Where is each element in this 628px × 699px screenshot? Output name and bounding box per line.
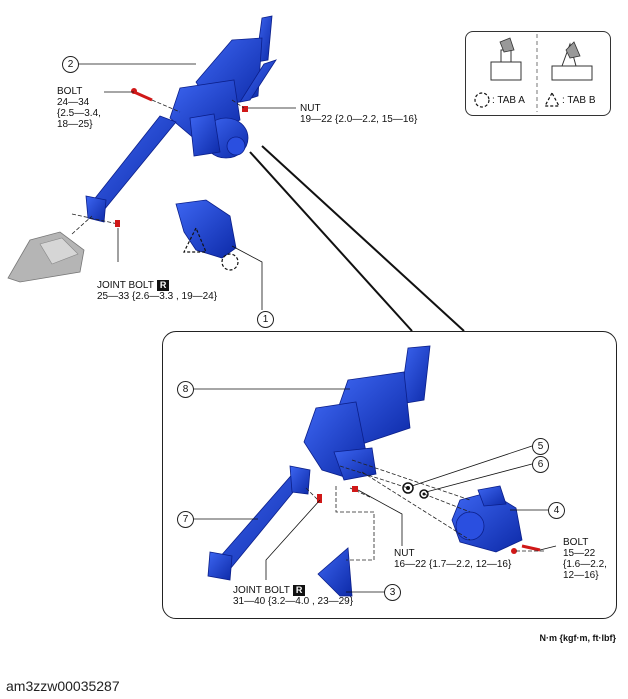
callout-6: 6 bbox=[532, 456, 549, 473]
coupling-part-5 bbox=[402, 482, 414, 494]
tab-b-tool-icon bbox=[551, 41, 593, 81]
fastener-nut-detail bbox=[352, 486, 358, 492]
bracket-part-3 bbox=[317, 547, 353, 597]
callout-8: 8 bbox=[177, 381, 194, 398]
callout-5: 5 bbox=[532, 438, 549, 455]
fastener-bolt-detail bbox=[511, 544, 546, 554]
fastener-joint-bolt-top bbox=[115, 220, 120, 227]
bolt-detail-torque: BOLT 15—22 {1.6—2.2, 12—16} bbox=[563, 537, 607, 581]
column-cover-part bbox=[175, 199, 239, 271]
fastener-joint-bolt-detail bbox=[317, 494, 322, 503]
tab-b-symbol-icon bbox=[543, 91, 561, 107]
callout-7: 7 bbox=[177, 511, 194, 528]
figure-id: am3zzw00035287 bbox=[6, 678, 120, 694]
steering-column-assembly-top bbox=[85, 15, 277, 223]
steering-gear-housing bbox=[7, 231, 85, 283]
tab-a-tool-icon bbox=[490, 37, 522, 81]
motor-unit-detail bbox=[451, 485, 523, 553]
tab-a-symbol-icon bbox=[474, 92, 490, 108]
steering-column-assembly-detail bbox=[207, 345, 431, 581]
fastener-bolt-top bbox=[131, 88, 181, 113]
fastener-nut-top bbox=[231, 99, 248, 112]
detail-view-frame bbox=[162, 331, 617, 619]
reuse-badge: R bbox=[156, 280, 170, 291]
callout-1: 1 bbox=[257, 311, 274, 328]
tab-a-label: : TAB A bbox=[492, 95, 525, 106]
nut-top-torque: NUT 19—22 {2.0—2.2, 15—16} bbox=[300, 103, 418, 125]
callout-4: 4 bbox=[548, 502, 565, 519]
tab-b-label: : TAB B bbox=[562, 95, 596, 106]
bolt-top-torque: BOLT 24—34 {2.5—3.4, 18—25} bbox=[57, 86, 101, 130]
callout-3: 3 bbox=[384, 584, 401, 601]
reuse-badge: R bbox=[292, 585, 306, 596]
legend-box bbox=[465, 31, 611, 116]
units-note: N·m {kgf·m, ft·lbf} bbox=[539, 633, 617, 643]
callout-2: 2 bbox=[62, 56, 79, 73]
nut-detail-torque: NUT 16—22 {1.7—2.2, 12—16} bbox=[394, 548, 512, 570]
